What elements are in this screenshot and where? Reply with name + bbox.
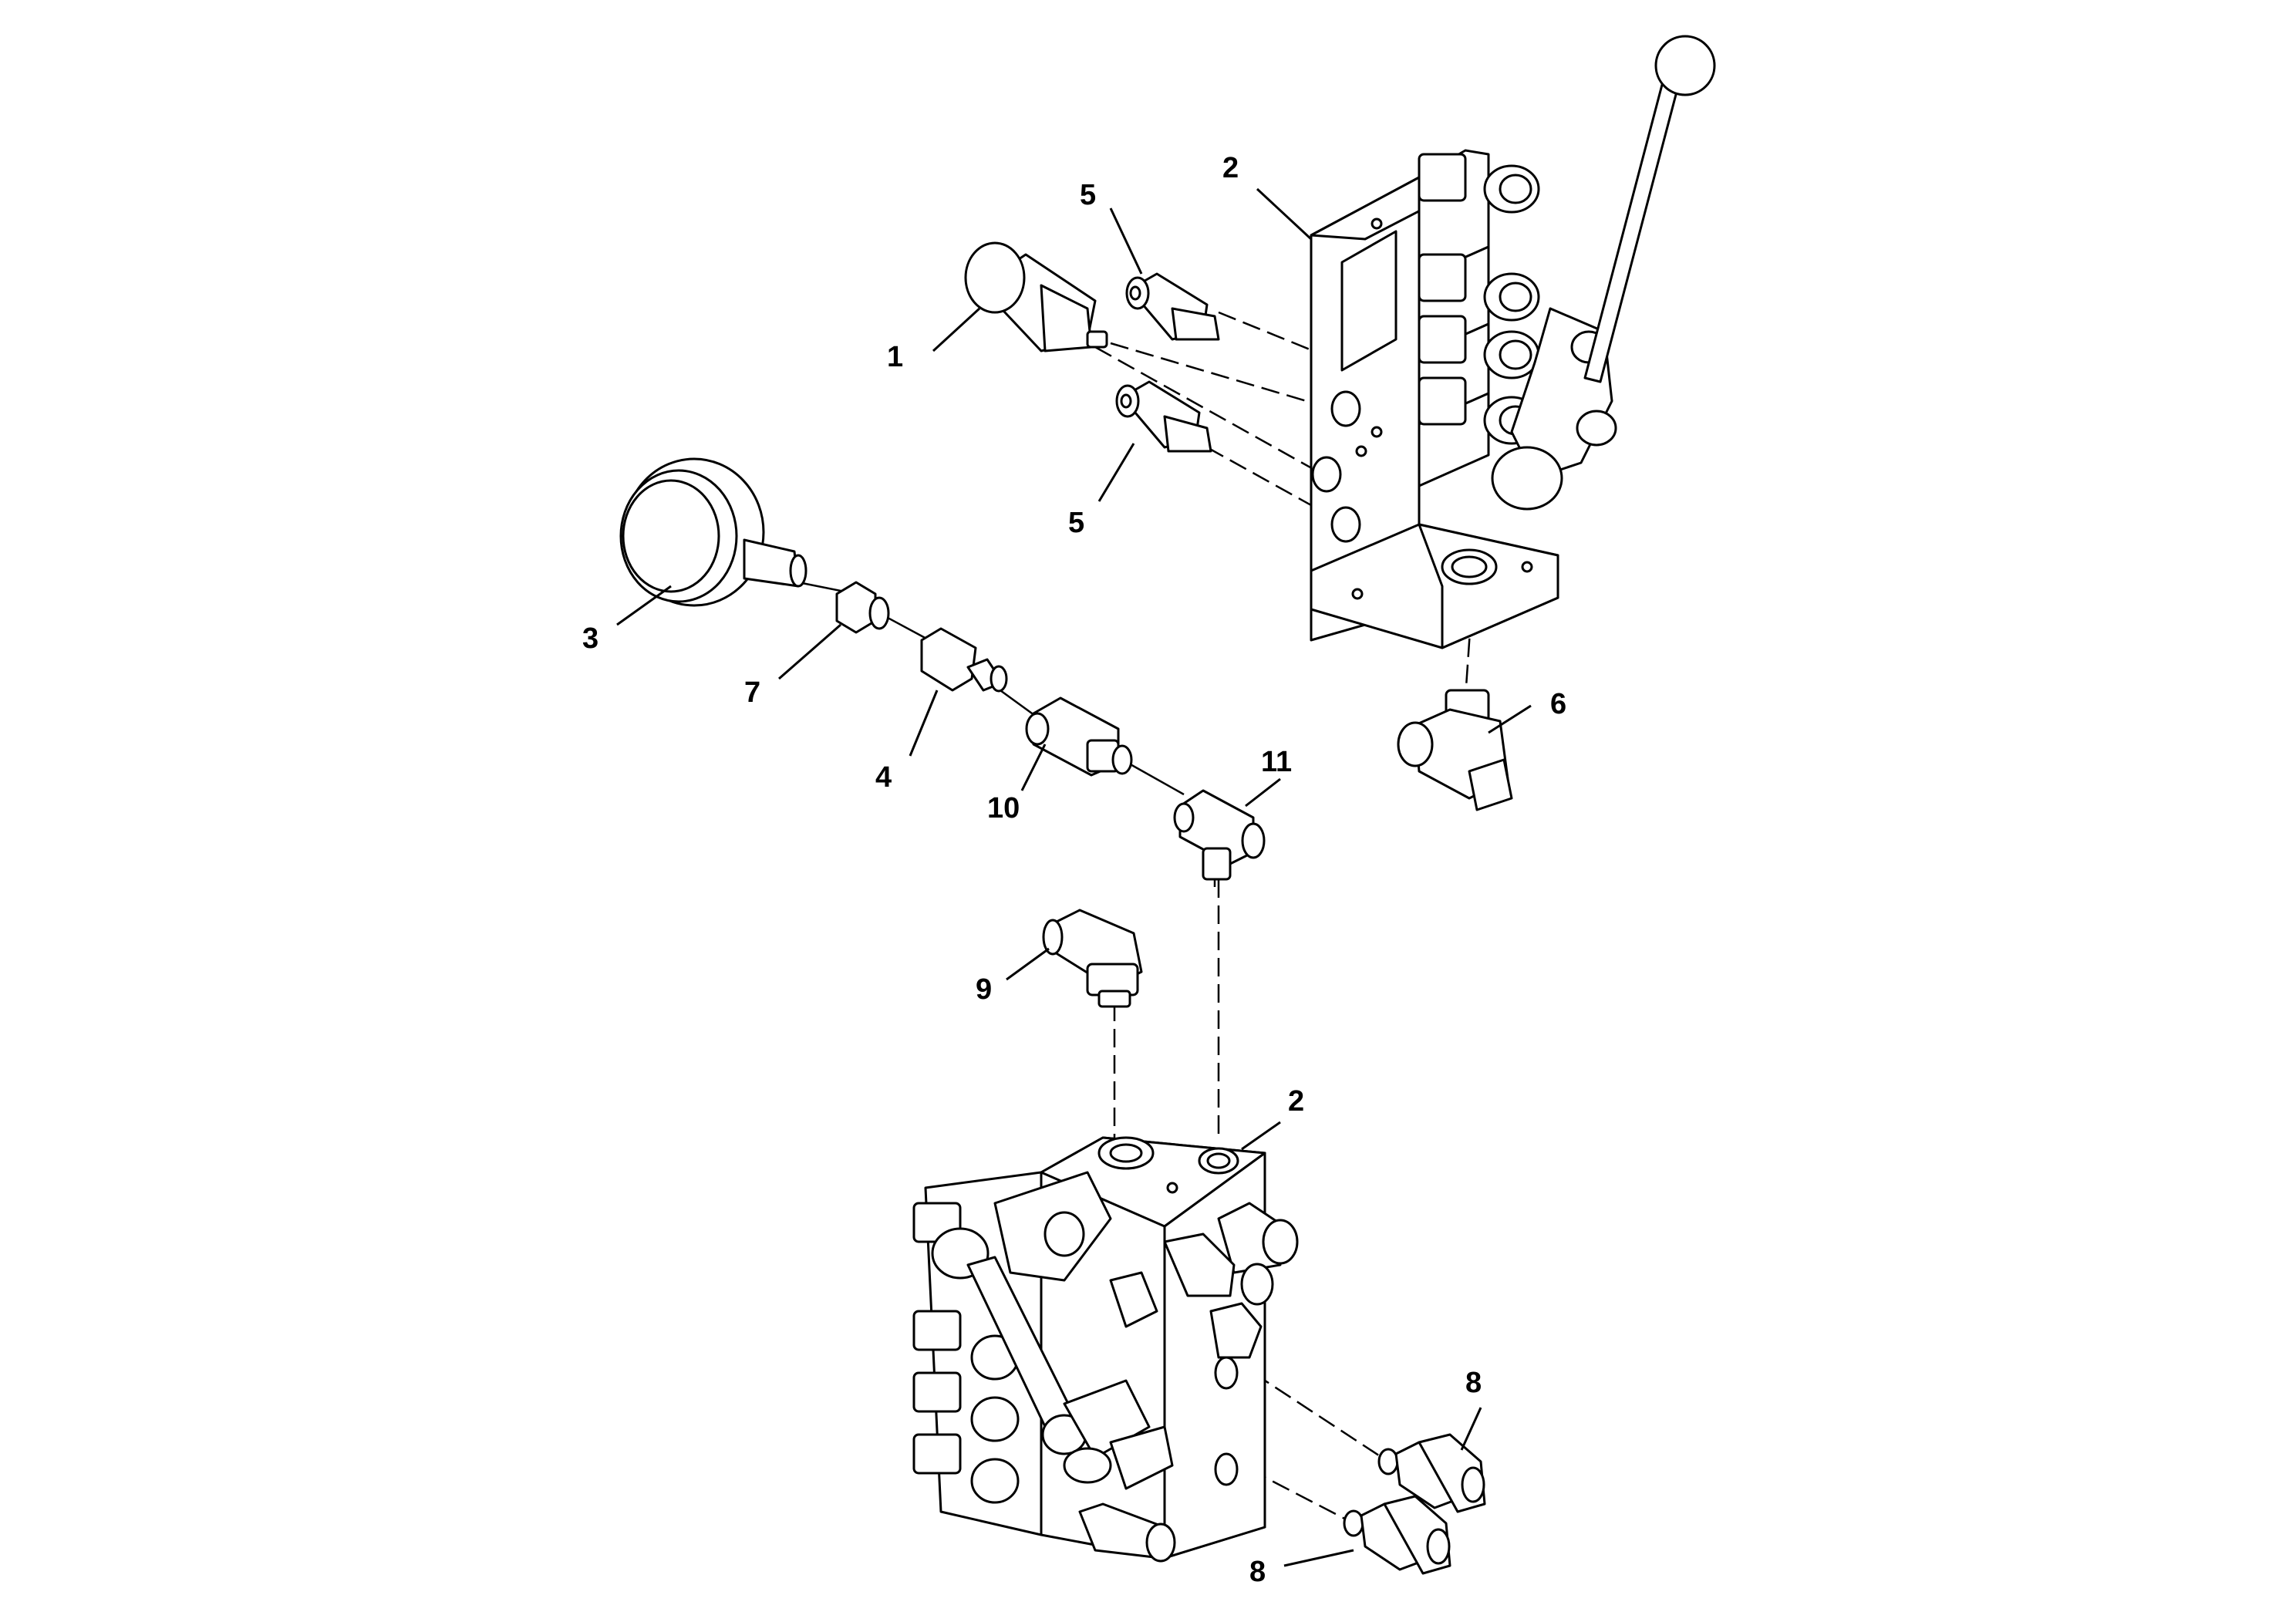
part-11-tee: [1173, 789, 1266, 881]
part-10-tee: [1025, 696, 1133, 777]
callout-3: 3: [582, 622, 598, 655]
part-4-adapter: [920, 627, 1008, 693]
leader-lines: [616, 187, 1532, 1567]
assembly-dash-lines: [1094, 311, 1475, 1525]
part-8-lower: [1343, 1495, 1451, 1575]
callout-4: 4: [875, 761, 892, 794]
callout-5-top: 5: [1080, 179, 1096, 211]
callout-8-bottom: 8: [1249, 1556, 1266, 1588]
part-5-upper: [1125, 272, 1220, 341]
callout-10: 10: [987, 792, 1020, 824]
part-3-gauge: [619, 457, 807, 607]
part-1-sensor: [964, 241, 1108, 352]
callout-6: 6: [1550, 688, 1566, 720]
callout-7: 7: [744, 676, 760, 709]
callout-1: 1: [887, 341, 903, 373]
callout-5-bottom: 5: [1068, 507, 1084, 539]
valve-block-lower: [912, 1136, 1299, 1563]
callout-9: 9: [976, 973, 992, 1006]
part-7-nut: [835, 581, 890, 634]
part-6-fitting: [1397, 689, 1513, 811]
callout-2-bottom: 2: [1288, 1085, 1304, 1118]
part-5-lower: [1115, 380, 1212, 453]
valve-block-upper: [1310, 35, 1716, 649]
callout-8-top: 8: [1465, 1367, 1482, 1399]
callout-2-top: 2: [1222, 152, 1239, 184]
callout-labels: 1 2 2 3 4 5 5 6 7 8 8 9 10 11: [582, 152, 1566, 1588]
callout-11: 11: [1261, 746, 1292, 778]
part-9-elbow: [1042, 909, 1143, 1008]
part-8-upper: [1377, 1433, 1486, 1513]
